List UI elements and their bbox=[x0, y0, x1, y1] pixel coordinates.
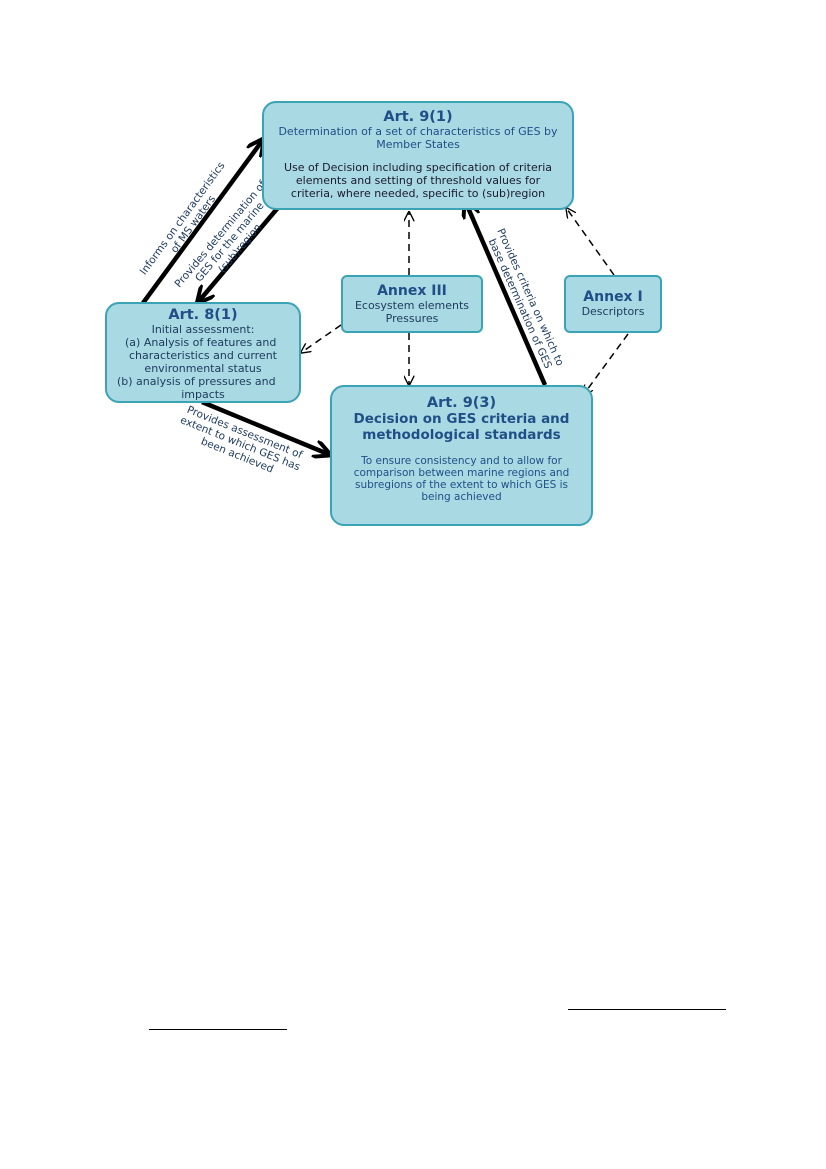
art-9-1-line2: Member States bbox=[376, 138, 460, 151]
art-9-1-title: Art. 9(1) bbox=[383, 109, 453, 125]
art-8-1-title: Art. 8(1) bbox=[168, 307, 238, 323]
art-8-1-line4: environmental status bbox=[144, 362, 262, 375]
diagram-arrows: Informs on characteristics of MS waters … bbox=[138, 0, 629, 486]
annex-1-line1: Descriptors bbox=[581, 305, 645, 318]
arrow-provides-criteria bbox=[466, 203, 548, 386]
art-9-1-line3: Use of Decision including specification … bbox=[283, 161, 553, 174]
label-provides-criteria: Provides criteria on which to base deter… bbox=[483, 227, 567, 376]
art-8-1-line1: Initial assessment: bbox=[151, 323, 255, 336]
footnote-rule-2 bbox=[149, 1029, 287, 1030]
box-annex-1: Annex I Descriptors bbox=[564, 275, 662, 333]
art-8-1-line3: characteristics and current bbox=[129, 349, 277, 362]
label-provides-assessment: Provides assessment of extent to which G… bbox=[174, 403, 310, 486]
box-art-8-1: Art. 8(1) Initial assessment: (a) Analys… bbox=[105, 302, 301, 403]
art-9-3-line2: comparison between marine regions and bbox=[353, 467, 570, 479]
box-annex-3: Annex III Ecosystem elements Pressures bbox=[341, 275, 483, 333]
arrow-informs bbox=[141, 141, 262, 305]
arrow-provides-assessment bbox=[201, 399, 328, 454]
footnote-rule-1 bbox=[568, 1009, 726, 1010]
box-art-9-1: Art. 9(1) Determination of a set of char… bbox=[262, 101, 574, 210]
box-art-9-3: Art. 9(3) Decision on GES criteria and m… bbox=[330, 385, 593, 526]
arrow-annex1-to-art91 bbox=[567, 209, 615, 276]
art-9-3-line4: being achieved bbox=[421, 491, 502, 503]
annex-3-line2: Pressures bbox=[385, 312, 439, 325]
art-9-3-subtitle1: Decision on GES criteria and bbox=[353, 411, 570, 427]
annex-1-title: Annex I bbox=[583, 289, 643, 305]
art-9-1-line1: Determination of a set of characteristic… bbox=[278, 125, 558, 138]
art-9-1-line4: elements and setting of threshold values… bbox=[295, 174, 541, 187]
art-9-3-line3: subregions of the extent to which GES is bbox=[355, 479, 568, 491]
arrow-provides-ges bbox=[199, 195, 289, 301]
arrow-annex3-to-art81 bbox=[302, 324, 342, 352]
annex-3-title: Annex III bbox=[377, 283, 447, 299]
art-9-3-title: Art. 9(3) bbox=[426, 395, 497, 411]
art-9-1-line5: criteria, where needed, specific to (sub… bbox=[290, 187, 546, 200]
art-9-3-subtitle2: methodological standards bbox=[362, 427, 561, 443]
art-8-1-line2: (a) Analysis of features and bbox=[125, 336, 277, 349]
annex-3-line1: Ecosystem elements bbox=[354, 299, 470, 312]
art-8-1-line5: (b) analysis of pressures and bbox=[117, 375, 276, 388]
art-9-3-line1: To ensure consistency and to allow for bbox=[361, 455, 562, 467]
arrow-annex1-to-art93 bbox=[584, 333, 629, 394]
art-8-1-line6: impacts bbox=[181, 388, 225, 401]
